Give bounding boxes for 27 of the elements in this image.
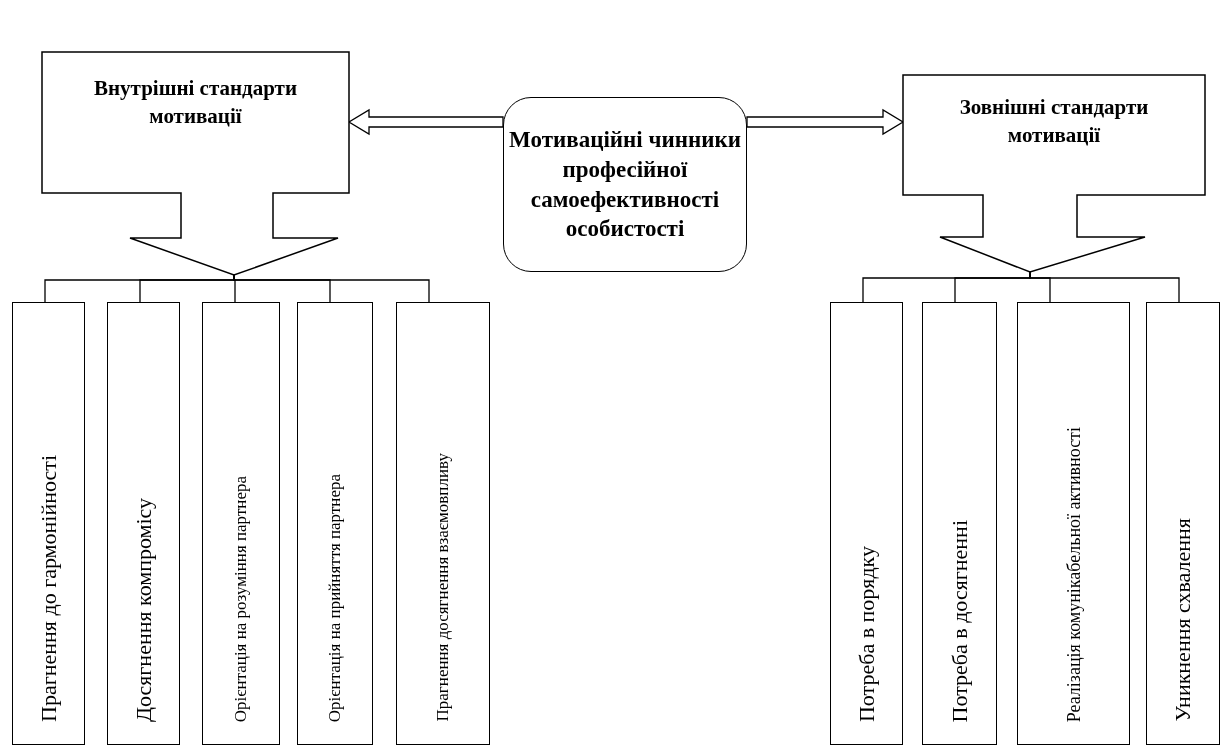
block-arrow [347,108,504,136]
box-title: Мотиваційні чинники професійної самоефективності особистості [508,125,742,244]
vertical-label: Потреба в порядку [853,545,880,722]
rounded-box [503,97,747,272]
callout-title: Внутрішні стандарти мотивації [92,75,298,131]
vertical-label: Орієнтація на прийняття партнера [325,473,345,722]
text-box [396,302,490,745]
text-box [297,302,373,745]
block-arrow [746,108,905,136]
vertical-label: Орієнтація на розуміння партнера [231,475,251,722]
vertical-label: Прагнення до гармонійності [35,455,62,722]
callout-title: Зовнішні стандарти мотивації [958,94,1150,150]
down-arrow-callout [42,52,349,275]
connector-line [1029,271,1180,303]
text-box [12,302,85,745]
down-arrow-callout [903,75,1205,272]
text-box [1146,302,1220,745]
vertical-label: Прагнення досягнення взаємовпливу [433,453,453,722]
vertical-label: Уникнення схвалення [1170,518,1196,722]
text-box [1017,302,1130,745]
text-box [107,302,180,745]
vertical-label: Реалізація комунікабельної активності [1063,426,1084,722]
vertical-label: Потреба в досягненні [946,519,973,722]
text-box [202,302,280,745]
text-box [830,302,903,745]
vertical-label: Досягнення компромісу [130,497,157,722]
text-box [922,302,997,745]
